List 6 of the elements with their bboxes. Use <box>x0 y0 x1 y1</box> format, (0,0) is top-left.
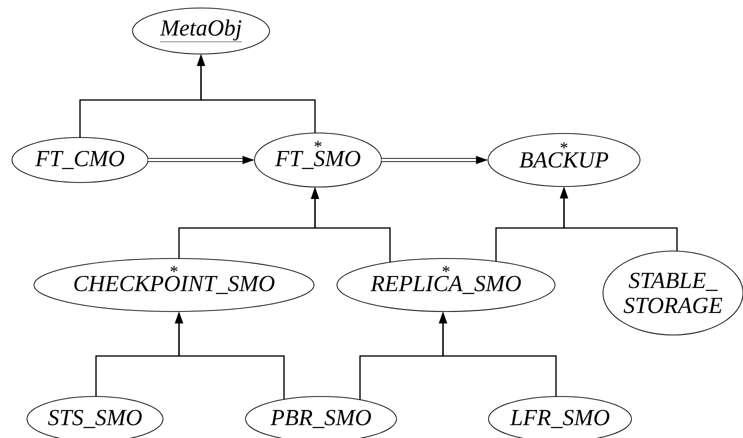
ellipse-node: FT_CMO <box>12 137 148 183</box>
ellipse-node: MetaObj <box>132 8 270 54</box>
ellipse-node: * BACKUP <box>488 133 640 187</box>
ellipse-node: * CHECKPOINT_SMO <box>34 258 314 312</box>
ellipse-node: * FT_SMO <box>254 132 382 188</box>
ellipse-node: * REPLICA_SMO <box>336 258 556 312</box>
